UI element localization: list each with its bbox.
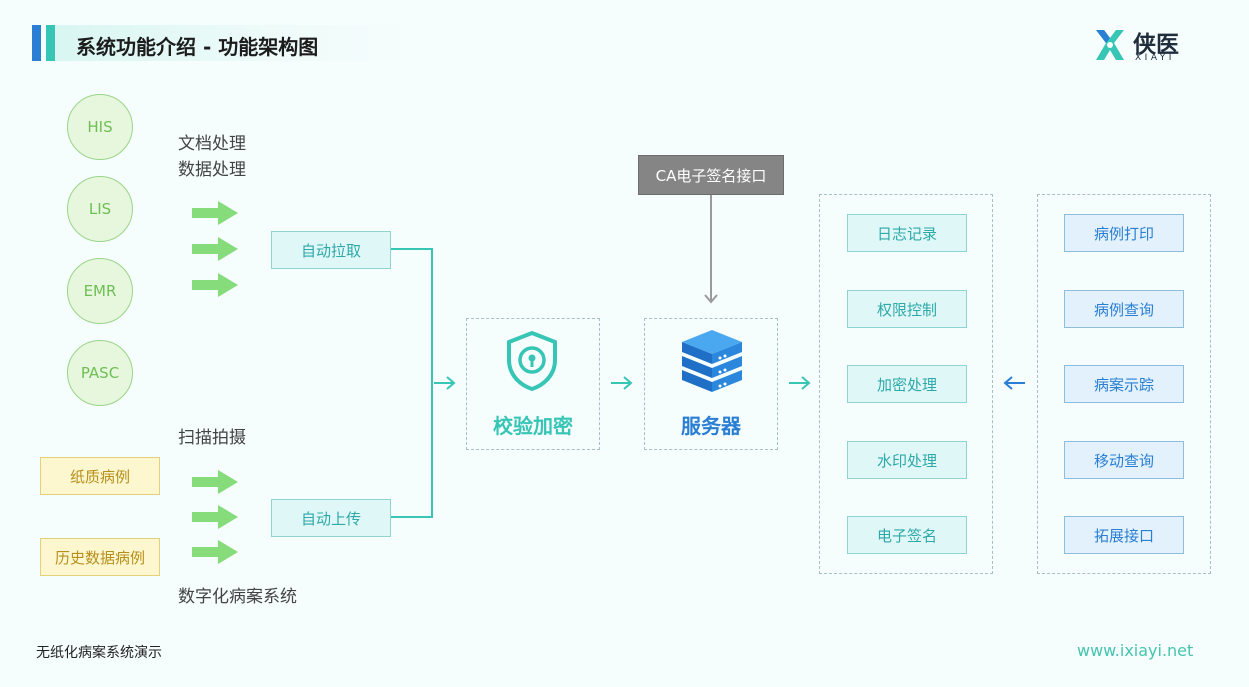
source-emr: EMR bbox=[67, 258, 133, 324]
source-his: HIS bbox=[67, 94, 133, 160]
auto-pull-box: 自动拉取 bbox=[271, 231, 391, 269]
green-arrow-2 bbox=[192, 237, 238, 261]
label-digital-system: 数字化病案系统 bbox=[178, 587, 297, 607]
func-permission-control: 权限控制 bbox=[847, 290, 967, 328]
verify-encrypt-label: 校验加密 bbox=[493, 414, 573, 438]
label-scan: 扫描拍摄 bbox=[178, 428, 246, 448]
func-record-query: 病例查询 bbox=[1064, 290, 1184, 328]
func-log-record: 日志记录 bbox=[847, 214, 967, 252]
footer-caption: 无纸化病案系统演示 bbox=[36, 645, 162, 661]
green-arrow-1 bbox=[192, 201, 238, 225]
green-arrow-6 bbox=[192, 540, 238, 564]
logo-text: 侠医 bbox=[1133, 32, 1179, 58]
func-watermark: 水印处理 bbox=[847, 441, 967, 479]
green-arrow-3 bbox=[192, 273, 238, 297]
blue-left-arrow bbox=[1003, 376, 1025, 390]
footer-website: www.ixiayi.net bbox=[1077, 641, 1194, 660]
func-encryption: 加密处理 bbox=[847, 365, 967, 403]
verify-encrypt-panel bbox=[466, 318, 600, 450]
func-mobile-query: 移动查询 bbox=[1064, 441, 1184, 479]
server-label: 服务器 bbox=[681, 414, 741, 438]
source-historical-record: 历史数据病例 bbox=[40, 538, 160, 576]
func-extension-api: 拓展接口 bbox=[1064, 516, 1184, 554]
source-pasc: PASC bbox=[67, 340, 133, 406]
page-title: 系统功能介绍 - 功能架构图 bbox=[76, 35, 319, 59]
xiayi-logo-icon bbox=[1096, 30, 1124, 60]
ca-interface-box: CA电子签名接口 bbox=[638, 155, 784, 195]
label-doc-processing: 文档处理 bbox=[178, 134, 246, 154]
logo-subtext: XIAYI bbox=[1135, 53, 1175, 63]
green-arrow-4 bbox=[192, 470, 238, 494]
auto-upload-box: 自动上传 bbox=[271, 499, 391, 537]
func-e-signature: 电子签名 bbox=[847, 516, 967, 554]
func-record-tracking: 病案示踪 bbox=[1064, 365, 1184, 403]
source-paper-record: 纸质病例 bbox=[40, 457, 160, 495]
teal-arrows bbox=[434, 376, 811, 390]
source-lis: LIS bbox=[67, 176, 133, 242]
label-data-processing: 数据处理 bbox=[178, 160, 246, 180]
header-accent-bar-teal bbox=[46, 25, 55, 61]
header-accent-bar-blue bbox=[32, 25, 41, 61]
func-record-print: 病例打印 bbox=[1064, 214, 1184, 252]
shield-lock-icon bbox=[507, 330, 557, 392]
server-icon bbox=[682, 330, 742, 392]
ca-arrow bbox=[704, 193, 718, 304]
green-arrow-5 bbox=[192, 505, 238, 529]
header-band bbox=[55, 25, 415, 61]
